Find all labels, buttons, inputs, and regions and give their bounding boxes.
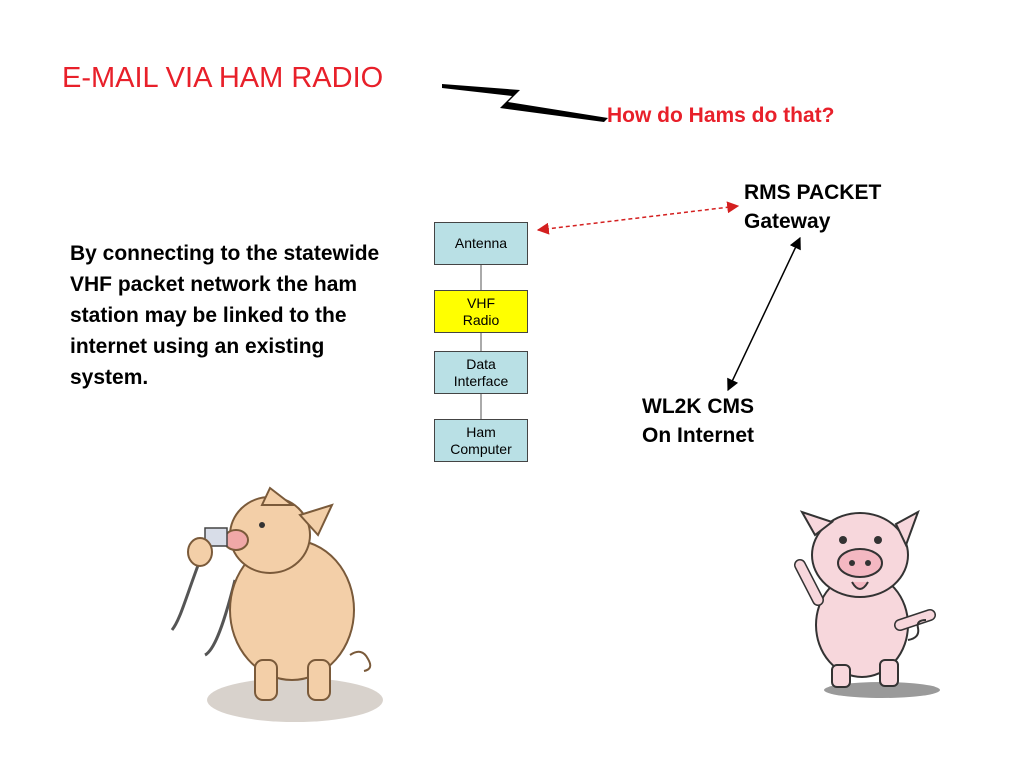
slide-title: E-MAIL VIA HAM RADIO <box>62 62 384 94</box>
lightning-bolt <box>442 84 608 122</box>
rms-gateway-line2: Gateway <box>744 210 831 233</box>
vhf-radio-node: VHF Radio <box>434 290 528 333</box>
antenna-label: Antenna <box>454 235 508 251</box>
ham-computer-node: Ham Computer <box>434 419 528 462</box>
antenna-node: Antenna <box>434 222 528 265</box>
vhf-radio-label-line2: Radio <box>462 311 500 328</box>
wl2k-cms-line2: On Internet <box>642 424 755 447</box>
data-interface-label-line2: Interface <box>453 372 509 389</box>
data-interface-label-line1: Data <box>466 355 496 372</box>
rms-gateway-label: RMS PACKET Gateway <box>744 178 881 236</box>
body-text: By connecting to the statewide VHF packe… <box>70 242 380 389</box>
wl2k-cms-line1: WL2K CMS <box>642 395 754 418</box>
ham-computer-label-line2: Computer <box>450 440 512 457</box>
pig-with-plug-illustration <box>170 486 383 722</box>
dancing-pig-illustration <box>794 509 940 698</box>
internet-link-arrow <box>727 236 801 392</box>
data-interface-node: Data Interface <box>434 351 528 394</box>
slide-subtitle: How do Hams do that? <box>607 104 835 127</box>
ham-computer-label-line1: Ham <box>466 423 496 440</box>
wl2k-cms-label: WL2K CMS On Internet <box>642 392 754 450</box>
rms-gateway-line1: RMS PACKET <box>744 181 882 204</box>
vhf-radio-label-line1: VHF <box>467 294 495 311</box>
rf-link-arrow <box>536 201 740 235</box>
